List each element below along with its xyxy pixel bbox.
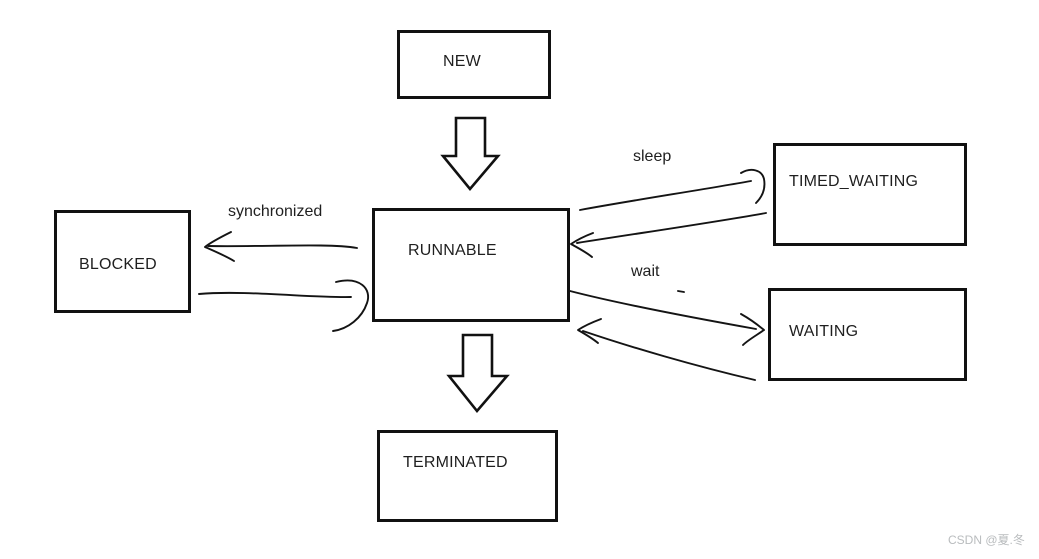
arrow-runnable-to-waiting-head: [740, 313, 765, 346]
node-terminated-label: TERMINATED: [403, 454, 508, 471]
arrow-runnable-to-timed-waiting-head: [740, 168, 766, 204]
node-blocked: BLOCKED: [54, 210, 191, 313]
node-waiting: WAITING: [768, 288, 967, 381]
arrow-waiting-to-runnable-head: [577, 318, 602, 344]
arrow-blocked-to-runnable-hook: [332, 279, 370, 332]
edge-label-sleep: sleep: [633, 148, 672, 165]
node-new: NEW: [397, 30, 551, 99]
watermark: CSDN @夏.冬: [948, 533, 1025, 547]
node-terminated: TERMINATED: [377, 430, 558, 522]
node-new-label: NEW: [443, 53, 481, 70]
edge-label-wait: wait: [631, 263, 660, 280]
node-timed-waiting-label: TIMED_WAITING: [789, 173, 919, 190]
arrow-runnable-to-terminated: [446, 333, 510, 414]
arrow-waiting-to-runnable-line: [582, 330, 756, 381]
arrow-runnable-to-blocked-head: [204, 231, 235, 262]
arrow-runnable-to-timed-waiting-line: [579, 180, 752, 211]
ink-dot: [677, 290, 685, 293]
node-waiting-label: WAITING: [789, 323, 859, 340]
node-timed-waiting: TIMED_WAITING: [773, 143, 967, 246]
arrow-runnable-to-waiting-line: [569, 290, 757, 330]
arrow-new-to-runnable: [440, 116, 501, 192]
node-runnable: RUNNABLE: [372, 208, 570, 322]
arrow-blocked-to-runnable-line: [198, 291, 352, 299]
arrow-timed-waiting-to-runnable-line: [576, 212, 767, 244]
edge-label-synchronized: synchronized: [228, 203, 323, 220]
arrow-timed-waiting-to-runnable-head: [570, 232, 594, 258]
node-runnable-label: RUNNABLE: [408, 242, 497, 259]
arrow-runnable-to-blocked-line: [207, 244, 358, 249]
node-blocked-label: BLOCKED: [79, 256, 157, 273]
